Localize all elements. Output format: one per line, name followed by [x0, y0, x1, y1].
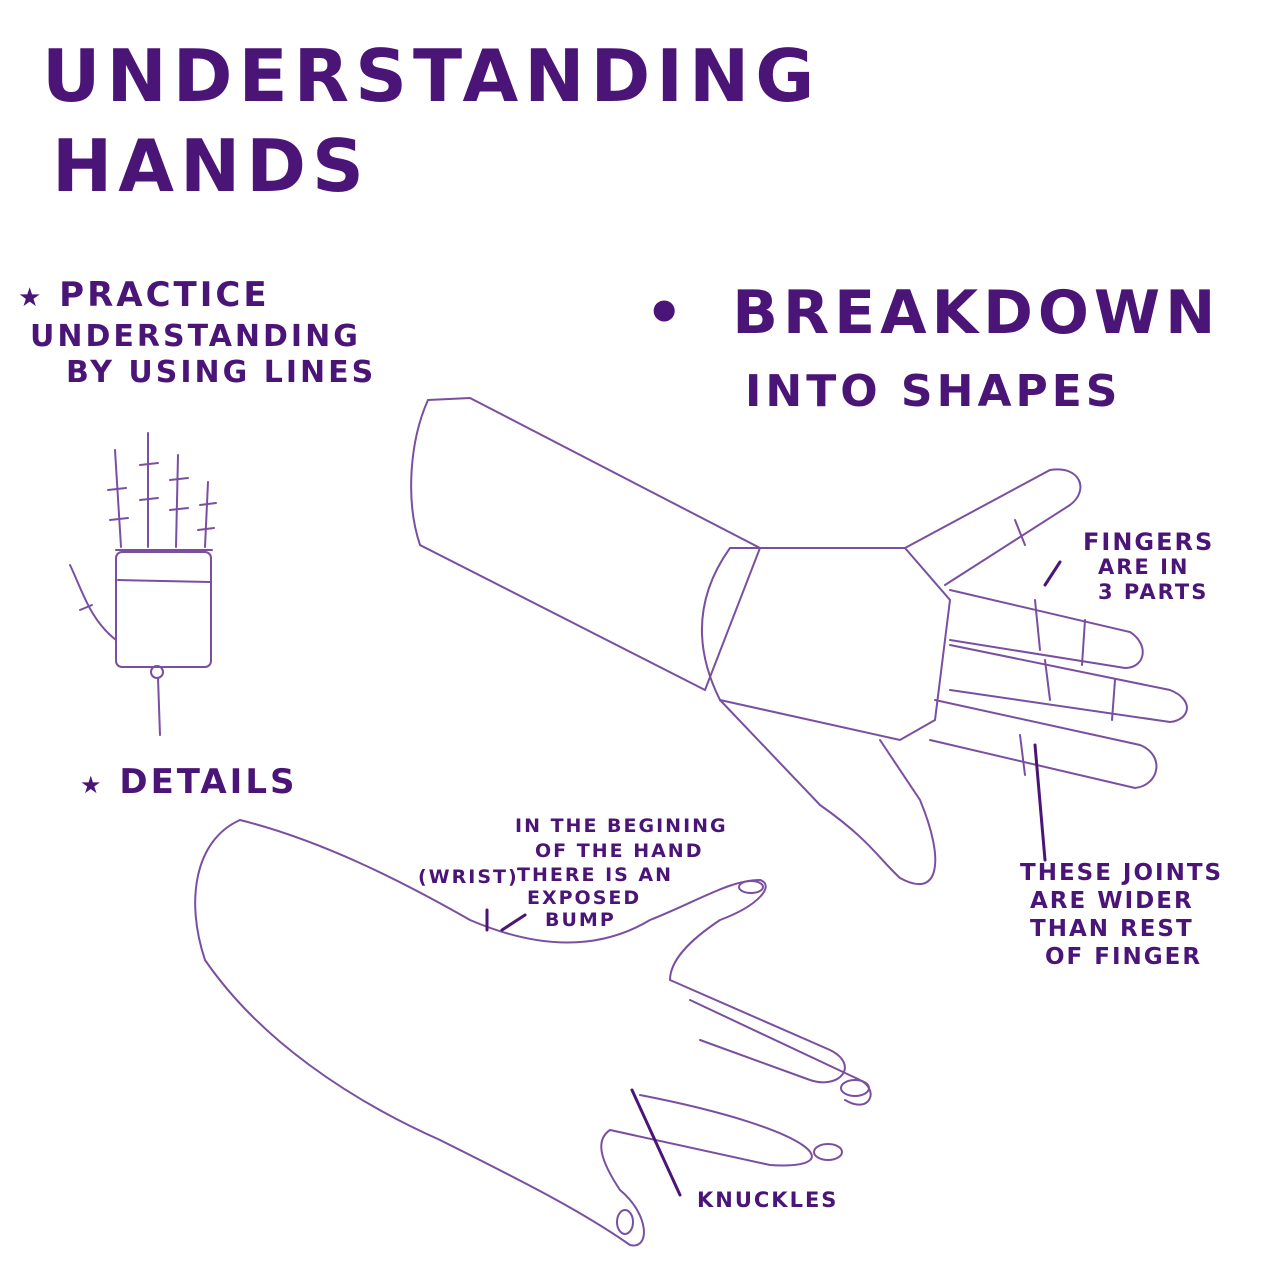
- shapes-hand-sketch: [410, 396, 1188, 885]
- knuckles-label: KNUCKLES: [697, 1188, 839, 1212]
- title-line-1: UNDERSTANDING: [42, 34, 821, 118]
- joints-note-line-4: OF FINGER: [1045, 944, 1203, 970]
- bullet-dot-icon: •: [645, 278, 689, 348]
- star-icon: ★: [18, 283, 45, 313]
- breakdown-subheading: INTO SHAPES: [745, 366, 1122, 417]
- title-line-2: HANDS: [52, 124, 370, 208]
- star-icon: ★: [80, 771, 105, 799]
- practice-line-3: BY USING LINES: [66, 355, 377, 390]
- fingers-note-line-3: 3 PARTS: [1098, 580, 1209, 604]
- practice-line-2: UNDERSTANDING: [30, 319, 361, 354]
- fingers-note-line-2: ARE IN: [1098, 555, 1190, 579]
- wrist-note-line-1: IN THE BEGINING: [515, 815, 728, 837]
- wrist-note-line-2: OF THE HAND: [535, 840, 704, 862]
- wrist-note-line-4: EXPOSED: [527, 887, 642, 909]
- joints-note-line-2: ARE WIDER: [1030, 888, 1194, 914]
- breakdown-heading: • BREAKDOWN: [645, 278, 1221, 348]
- wrist-note-line-5: BUMP: [545, 909, 616, 931]
- wrist-note-line-3: THERE IS AN: [517, 864, 674, 886]
- fingers-note-line-1: FINGERS: [1083, 528, 1215, 556]
- practice-heading: ★ PRACTICE: [18, 275, 270, 315]
- joints-note-line-1: THESE JOINTS: [1020, 860, 1224, 886]
- line-hand-sketch: [69, 432, 217, 736]
- annotation-pointers: [485, 560, 1062, 1197]
- joints-note-line-3: THAN REST: [1030, 916, 1194, 942]
- wrist-note-prefix: (WRIST): [418, 866, 519, 888]
- details-heading: ★ DETAILS: [80, 762, 298, 802]
- detailed-hand-sketch: [194, 819, 872, 1247]
